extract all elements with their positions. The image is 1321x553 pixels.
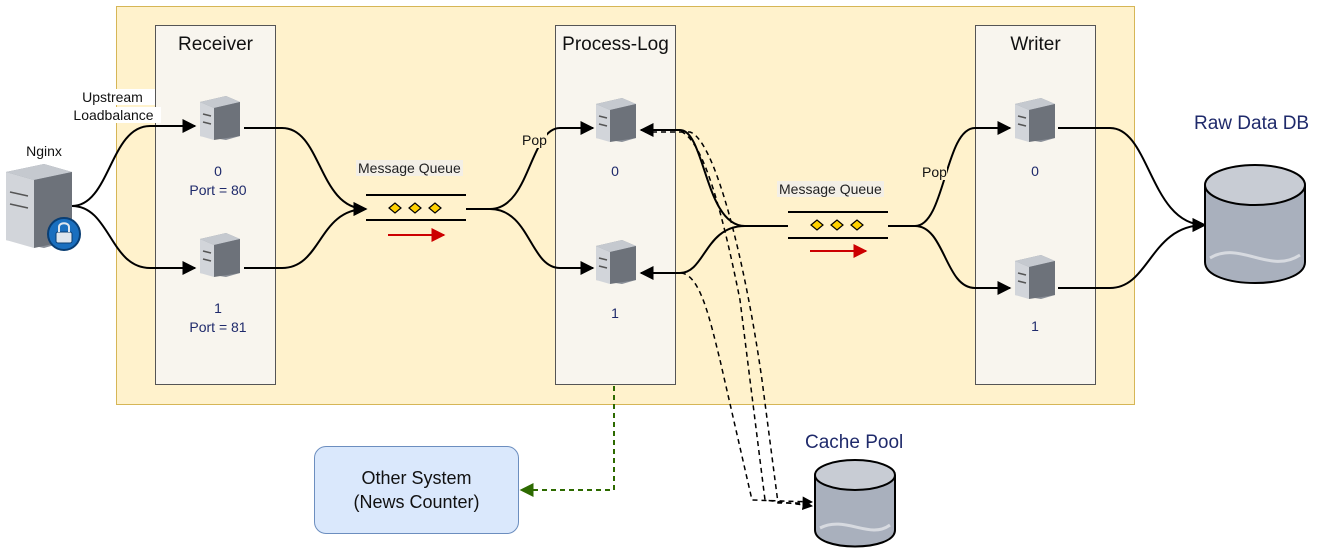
- server-icon: [200, 96, 240, 140]
- queue-1-title: Message Queue: [356, 160, 463, 176]
- process-log-lane-title: Process-Log: [562, 34, 669, 55]
- edge-queue2-writer0: [888, 121, 1012, 227]
- cache-pool-title: Cache Pool: [805, 432, 904, 453]
- process-0-id: 0: [611, 163, 619, 179]
- receiver-0-port: Port = 80: [189, 182, 247, 198]
- nginx-label: Nginx: [26, 143, 62, 159]
- receiver-1-port: Port = 81: [189, 319, 247, 335]
- edge-nginx-receiver0: [71, 119, 197, 207]
- other-system-box: Other System (News Counter): [314, 446, 519, 534]
- server-icon: [596, 98, 636, 142]
- queue-icon: [366, 194, 466, 242]
- edge-process1-cache: [645, 272, 814, 507]
- edge-nginx-receiver1: [71, 205, 197, 275]
- server-icon: [200, 233, 240, 277]
- database-icon: [814, 459, 896, 548]
- edge-process0-cache-back: [645, 131, 800, 504]
- edge-receiver1-queue1: [244, 202, 368, 269]
- queue-icon: [788, 211, 888, 258]
- receiver-lane-title: Receiver: [178, 34, 253, 55]
- other-system-line1: Other System: [361, 468, 472, 488]
- edge-process-other: [519, 386, 615, 497]
- writer-lane-title: Writer: [1010, 34, 1061, 55]
- edge-queue2-process1: [639, 225, 788, 280]
- edge-queue1-process0: [466, 121, 595, 210]
- process-1-id: 1: [611, 305, 619, 321]
- server-icon: [1015, 255, 1055, 299]
- edge-queue2-process0: [639, 123, 788, 227]
- writer-0-id: 0: [1031, 163, 1039, 179]
- receiver-0-id: 0: [214, 163, 222, 179]
- receiver-1-id: 1: [214, 300, 222, 316]
- server-icon: [1015, 98, 1055, 142]
- writer-1-id: 1: [1031, 318, 1039, 334]
- edge-queue2-writer1: [888, 225, 1012, 295]
- pop-label-writer: Pop: [922, 164, 947, 180]
- nginx-edge-label-line2: Loadbalance: [66, 107, 161, 123]
- process-log-lane: Process-Log: [555, 25, 676, 385]
- database-icon: [1204, 164, 1306, 284]
- queue-2-title: Message Queue: [777, 181, 884, 197]
- receiver-lane: Receiver: [155, 25, 276, 385]
- pop-label-process: Pop: [522, 132, 547, 148]
- writer-lane: Writer: [975, 25, 1096, 385]
- edge-writer1-rawdb: [1058, 218, 1207, 289]
- server-icon: [596, 240, 636, 284]
- edge-queue1-process1: [466, 208, 595, 275]
- raw-db-title: Raw Data DB: [1194, 113, 1310, 134]
- nginx-edge-label-line1: Upstream: [70, 89, 155, 105]
- load-balancer-icon: [6, 164, 81, 251]
- edge-receiver0-queue1: [244, 127, 368, 216]
- edge-writer0-rawdb: [1058, 127, 1207, 232]
- other-system-line2: (News Counter): [353, 492, 480, 512]
